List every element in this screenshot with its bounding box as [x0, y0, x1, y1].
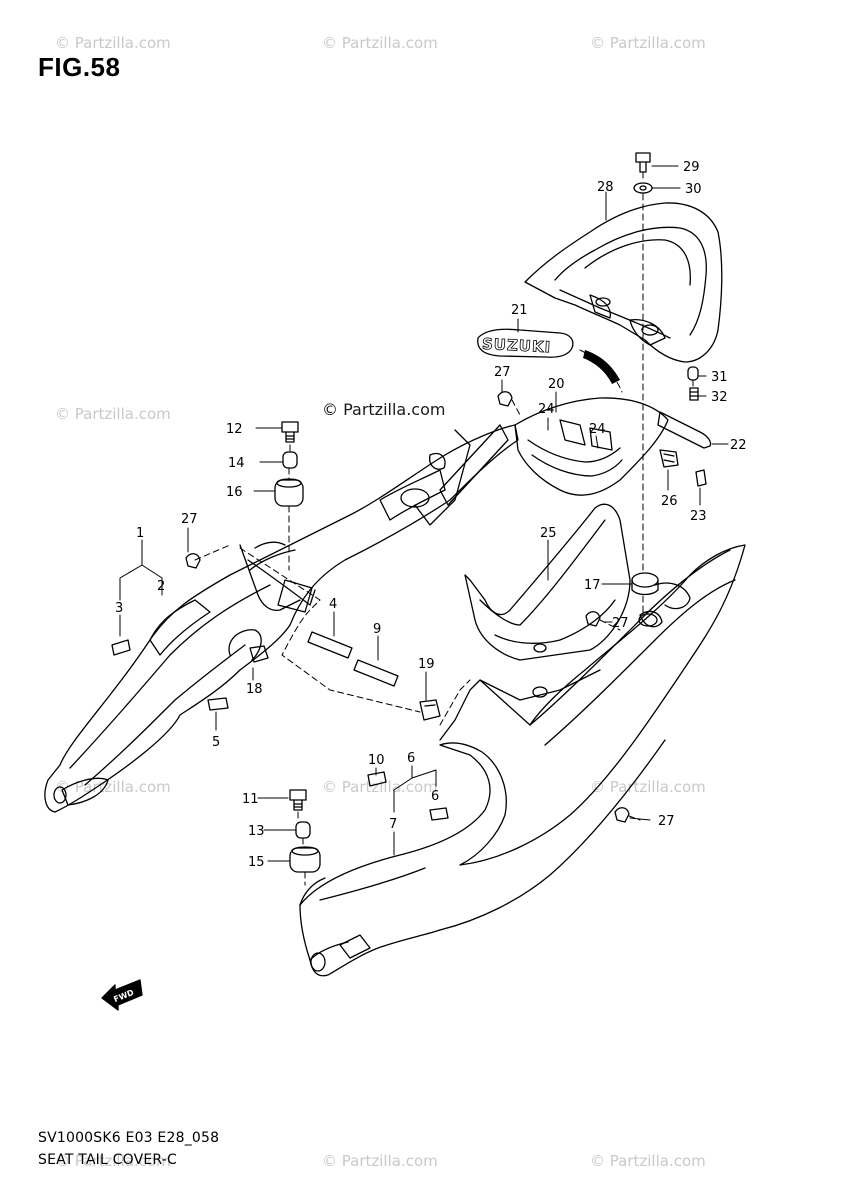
callout: 16 [226, 485, 243, 500]
decal-arc [583, 350, 620, 384]
right-side-cover [299, 544, 746, 977]
callout: 30 [685, 182, 702, 197]
watermark: © Partzilla.com [590, 34, 706, 52]
watermark: © Partzilla.com [55, 405, 171, 423]
callout: 14 [228, 456, 245, 471]
watermark: © Partzilla.com [55, 34, 171, 52]
callout: 4 [329, 597, 337, 612]
callout: 27 [494, 365, 511, 380]
callout: 29 [683, 160, 700, 175]
callout: 17 [584, 578, 601, 593]
watermark: © Partzilla.com [590, 1152, 706, 1170]
callout: 23 [690, 509, 707, 524]
callout: 10 [368, 753, 385, 768]
callout: 11 [242, 792, 259, 807]
center-watermark: © Partzilla.com [322, 400, 446, 419]
callout: 21 [511, 303, 528, 318]
watermark: © Partzilla.com [322, 34, 438, 52]
pads [111, 411, 712, 821]
callout: 6 [407, 751, 415, 766]
callout: 28 [597, 180, 614, 195]
hardware [185, 152, 699, 873]
callout: 27 [181, 512, 198, 527]
fwd-arrow [101, 979, 143, 1011]
callout: 15 [248, 855, 265, 870]
callout: 27 [658, 814, 675, 829]
rear-upper-cover [464, 397, 669, 661]
suzuki-decal-text: SUZUKI [482, 335, 552, 357]
callout: 18 [246, 682, 263, 697]
diagram-name: SEAT TAIL COVER-C [38, 1152, 178, 1168]
frame-bracket [239, 424, 509, 613]
callout: 2 [157, 579, 165, 594]
watermark: © Partzilla.com [590, 778, 706, 796]
diagram-code: SV1000SK6 E03 E28_058 [38, 1130, 220, 1146]
callout: 24 [538, 402, 555, 417]
callout: 1 [136, 526, 144, 541]
callout: 27 [612, 616, 629, 631]
callout: 24 [589, 422, 606, 437]
callout: 12 [226, 422, 243, 437]
suzuki-decal [477, 328, 574, 358]
callout: 9 [373, 622, 381, 637]
callout: 5 [212, 735, 220, 750]
callout: 19 [418, 657, 435, 672]
watermark: © Partzilla.com [55, 778, 171, 796]
watermark: © Partzilla.com [322, 1152, 438, 1170]
callout: 3 [115, 601, 123, 616]
callout: 26 [661, 494, 678, 509]
watermark: © Partzilla.com [55, 1152, 171, 1170]
callout: 7 [389, 817, 397, 832]
callout-lines [119, 165, 729, 862]
grab-rail [524, 202, 723, 363]
watermark: © Partzilla.com [322, 778, 438, 796]
callout: 13 [248, 824, 265, 839]
callout-labels: 1 2 3 4 5 6 6 7 9 10 11 12 13 14 15 16 1… [115, 160, 747, 870]
callout: 22 [730, 438, 747, 453]
callout: 25 [540, 526, 557, 541]
callout: 20 [548, 377, 565, 392]
callout: 31 [711, 370, 728, 385]
callout: 6 [431, 789, 439, 804]
callout: 32 [711, 390, 728, 405]
leader-lines [194, 171, 694, 886]
figure-title: FIG.58 [38, 52, 121, 82]
